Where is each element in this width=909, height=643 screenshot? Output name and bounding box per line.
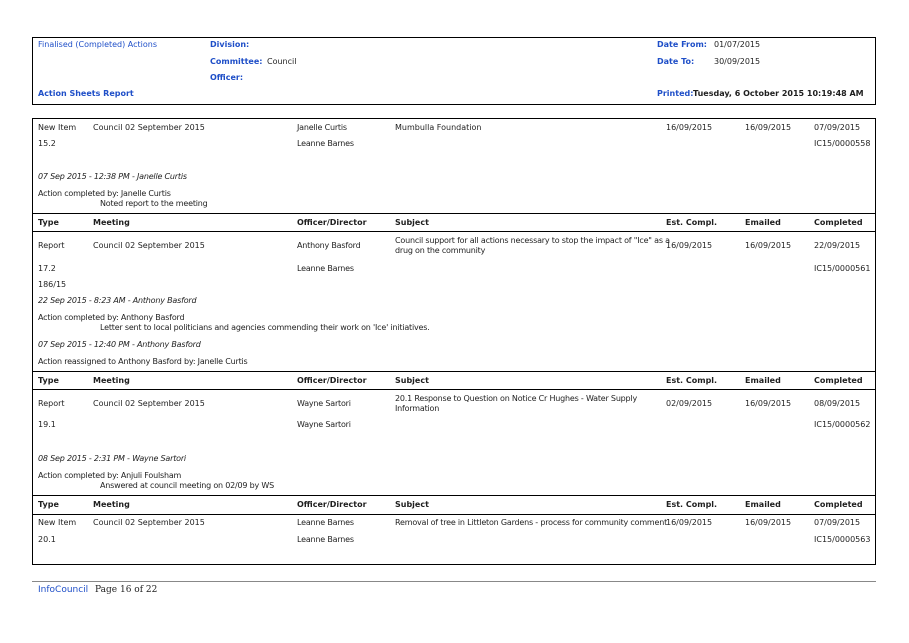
col-completed: Completed	[814, 218, 863, 227]
record-type: Report	[38, 241, 65, 250]
printed-value: Tuesday, 6 October 2015 10:19:48 AM	[693, 89, 864, 98]
record-emailed: 16/09/2015	[745, 241, 792, 250]
record-emailed: 16/09/2015	[745, 518, 792, 527]
report-name: Action Sheets Report	[38, 89, 134, 98]
date-from-label: Date From:	[657, 40, 708, 49]
record-officer-secondary: Leanne Barnes	[297, 535, 354, 544]
footer-divider	[32, 581, 876, 582]
record-officer-secondary: Leanne Barnes	[297, 139, 354, 148]
record-completed: 08/09/2015	[814, 399, 861, 408]
record-emailed: 16/09/2015	[745, 123, 792, 132]
col-officer: Officer/Director	[297, 376, 367, 385]
footer-page-number: Page 16 of 22	[95, 585, 158, 595]
col-subject: Subject	[395, 218, 429, 227]
col-type: Type	[38, 500, 59, 509]
col-officer: Officer/Director	[297, 500, 367, 509]
col-completed: Completed	[814, 500, 863, 509]
report-body	[32, 118, 876, 565]
record-subject: 20.1 Response to Question on Notice Cr H…	[395, 394, 637, 403]
col-meeting: Meeting	[93, 500, 130, 509]
note-heading: 08 Sep 2015 - 2:31 PM - Wayne Sartori	[38, 454, 186, 463]
report-type: Finalised (Completed) Actions	[38, 40, 158, 49]
record-item-number: 20.1	[38, 535, 56, 544]
record-est-compl: 02/09/2015	[666, 399, 713, 408]
record-type: New Item	[38, 518, 77, 527]
record-est-compl: 16/09/2015	[666, 241, 713, 250]
report-header	[32, 37, 876, 105]
record-est-compl: 16/09/2015	[666, 123, 713, 132]
record-officer: Leanne Barnes	[297, 518, 354, 527]
record-item-number: 15.2	[38, 139, 56, 148]
note-action: Action completed by: Janelle Curtis	[38, 189, 171, 198]
note-detail: Letter sent to local politicians and age…	[100, 323, 430, 332]
col-completed: Completed	[814, 376, 863, 385]
record-meeting: Council 02 September 2015	[93, 518, 205, 527]
record-subject-line2: Information	[395, 404, 440, 413]
record-emailed: 16/09/2015	[745, 399, 792, 408]
col-type: Type	[38, 376, 59, 385]
col-emailed: Emailed	[745, 376, 781, 385]
committee-value: Council	[267, 57, 297, 66]
division-label: Division:	[210, 40, 250, 49]
record-subject-line2: drug on the community	[395, 246, 486, 255]
record-meeting: Council 02 September 2015	[93, 123, 205, 132]
note-action: Action completed by: Anthony Basford	[38, 313, 185, 322]
printed-label: Printed:	[657, 89, 694, 98]
record-completed: 07/09/2015	[814, 123, 861, 132]
col-emailed: Emailed	[745, 218, 781, 227]
record-subject: Council support for all actions necessar…	[395, 236, 670, 245]
record-meeting: Council 02 September 2015	[93, 399, 205, 408]
col-est-compl: Est. Compl.	[666, 500, 718, 509]
divider	[32, 213, 876, 214]
date-to-label: Date To:	[657, 57, 695, 66]
record-item-number: 19.1	[38, 420, 56, 429]
record-officer: Wayne Sartori	[297, 399, 351, 408]
record-type: New Item	[38, 123, 77, 132]
divider	[32, 514, 876, 515]
record-item-number: 17.2	[38, 264, 56, 273]
note-heading: 07 Sep 2015 - 12:38 PM - Janelle Curtis	[38, 172, 187, 181]
note-detail: Noted report to the meeting	[100, 199, 208, 208]
col-type: Type	[38, 218, 59, 227]
divider	[32, 389, 876, 390]
note-heading: 07 Sep 2015 - 12:40 PM - Anthony Basford	[38, 340, 201, 349]
record-ref: IC15/0000558	[814, 139, 871, 148]
record-ref: IC15/0000562	[814, 420, 871, 429]
record-subject: Removal of tree in Littleton Gardens - p…	[395, 518, 668, 527]
note-action: Action reassigned to Anthony Basford by:…	[38, 357, 248, 366]
col-subject: Subject	[395, 376, 429, 385]
record-ref: IC15/0000561	[814, 264, 871, 273]
col-est-compl: Est. Compl.	[666, 218, 718, 227]
record-completed: 22/09/2015	[814, 241, 861, 250]
col-meeting: Meeting	[93, 218, 130, 227]
divider	[32, 231, 876, 232]
divider	[32, 371, 876, 372]
col-officer: Officer/Director	[297, 218, 367, 227]
record-officer-secondary: Wayne Sartori	[297, 420, 351, 429]
record-meeting: Council 02 September 2015	[93, 241, 205, 250]
record-subject: Mumbulla Foundation	[395, 123, 482, 132]
date-from-value: 01/07/2015	[714, 40, 761, 49]
footer-brand: InfoCouncil	[38, 585, 89, 595]
date-to-value: 30/09/2015	[714, 57, 761, 66]
col-meeting: Meeting	[93, 376, 130, 385]
record-resolution-number: 186/15	[38, 280, 67, 289]
record-completed: 07/09/2015	[814, 518, 861, 527]
divider	[32, 495, 876, 496]
record-ref: IC15/0000563	[814, 535, 871, 544]
col-emailed: Emailed	[745, 500, 781, 509]
col-subject: Subject	[395, 500, 429, 509]
note-heading: 22 Sep 2015 - 8:23 AM - Anthony Basford	[38, 296, 197, 305]
record-officer: Janelle Curtis	[297, 123, 347, 132]
note-action: Action completed by: Anjuli Foulsham	[38, 471, 182, 480]
officer-label: Officer:	[210, 73, 244, 82]
record-officer-secondary: Leanne Barnes	[297, 264, 354, 273]
committee-label: Committee:	[210, 57, 263, 66]
note-detail: Answered at council meeting on 02/09 by …	[100, 481, 274, 490]
record-type: Report	[38, 399, 65, 408]
record-est-compl: 16/09/2015	[666, 518, 713, 527]
col-est-compl: Est. Compl.	[666, 376, 718, 385]
record-officer: Anthony Basford	[297, 241, 361, 250]
